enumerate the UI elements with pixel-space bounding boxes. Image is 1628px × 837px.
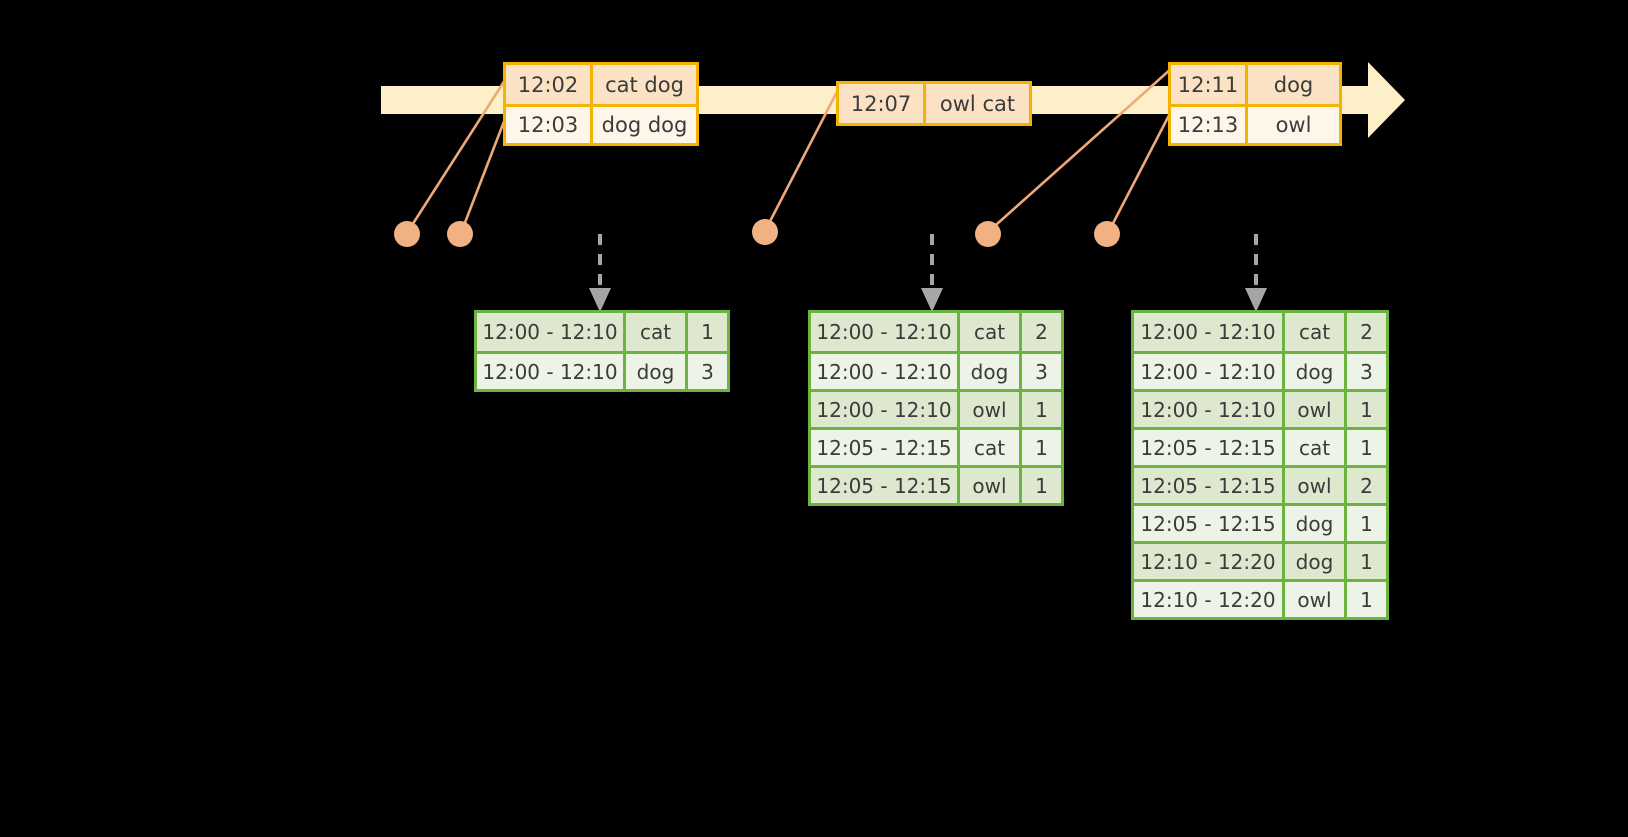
trigger-dot-5 xyxy=(1094,221,1120,247)
count-cell: 2 xyxy=(1019,313,1061,351)
window-cell: 12:05 - 12:15 xyxy=(1140,473,1276,498)
result-table-3: 12:00 - 12:10 cat 2 12:00 - 12:10 dog 3 … xyxy=(1131,310,1389,620)
count-cell: 3 xyxy=(685,354,727,389)
event-words: owl xyxy=(1245,107,1339,143)
trigger-dot-2 xyxy=(447,221,473,247)
key-cell: dog xyxy=(1282,506,1344,541)
event-row: 12:02 cat dog xyxy=(506,65,696,104)
count-cell: 1 xyxy=(685,313,727,351)
event-row: 12:07 owl cat xyxy=(839,84,1029,123)
event-time: 12:13 xyxy=(1177,113,1239,137)
table-row: 12:00 - 12:10 owl 1 xyxy=(811,389,1061,427)
key-cell: dog xyxy=(623,354,685,389)
window-cell: 12:00 - 12:10 xyxy=(1140,397,1276,422)
key-cell: dog xyxy=(1282,354,1344,389)
table-row: 12:00 - 12:10 dog 3 xyxy=(477,351,727,389)
event-box-3: 12:11 dog 12:13 owl xyxy=(1168,62,1342,146)
dashed-arrows xyxy=(598,234,1258,292)
count-cell: 1 xyxy=(1344,392,1386,427)
window-cell: 12:10 - 12:20 xyxy=(1140,549,1276,574)
table-row: 12:00 - 12:10 dog 3 xyxy=(1134,351,1386,389)
key-cell: dog xyxy=(1282,544,1344,579)
event-words: cat dog xyxy=(590,65,696,104)
event-box-1: 12:02 cat dog 12:03 dog dog xyxy=(503,62,699,146)
count-cell: 1 xyxy=(1019,430,1061,465)
trigger-dots xyxy=(394,219,1120,247)
key-cell: owl xyxy=(1282,468,1344,503)
event-words: owl cat xyxy=(923,84,1029,123)
count-cell: 2 xyxy=(1344,313,1386,351)
table-row: 12:00 - 12:10 cat 2 xyxy=(1134,313,1386,351)
count-cell: 1 xyxy=(1019,468,1061,503)
key-cell: cat xyxy=(1282,313,1344,351)
result-table-1: 12:00 - 12:10 cat 1 12:00 - 12:10 dog 3 xyxy=(474,310,730,392)
trigger-dot-4 xyxy=(975,221,1001,247)
event-time: 12:07 xyxy=(850,91,912,116)
table-row: 12:10 - 12:20 owl 1 xyxy=(1134,579,1386,617)
event-words: dog dog xyxy=(590,107,696,143)
event-row: 12:03 dog dog xyxy=(506,104,696,143)
window-cell: 12:05 - 12:15 xyxy=(1140,435,1276,460)
window-cell: 12:00 - 12:10 xyxy=(816,359,952,384)
count-cell: 1 xyxy=(1344,544,1386,579)
event-time: 12:11 xyxy=(1177,72,1239,97)
window-cell: 12:00 - 12:10 xyxy=(1140,359,1276,384)
window-cell: 12:10 - 12:20 xyxy=(1140,587,1276,612)
window-cell: 12:05 - 12:15 xyxy=(816,473,952,498)
window-cell: 12:00 - 12:10 xyxy=(816,397,952,422)
window-cell: 12:05 - 12:15 xyxy=(1140,511,1276,536)
key-cell: owl xyxy=(1282,582,1344,617)
table-row: 12:00 - 12:10 cat 2 xyxy=(811,313,1061,351)
table-row: 12:05 - 12:15 owl 1 xyxy=(811,465,1061,503)
event-time: 12:03 xyxy=(517,113,579,137)
event-row: 12:11 dog xyxy=(1171,65,1339,104)
count-cell: 1 xyxy=(1019,392,1061,427)
count-cell: 1 xyxy=(1344,506,1386,541)
event-words: dog xyxy=(1245,65,1339,104)
table-row: 12:05 - 12:15 owl 2 xyxy=(1134,465,1386,503)
event-box-2: 12:07 owl cat xyxy=(836,81,1032,126)
count-cell: 3 xyxy=(1019,354,1061,389)
key-cell: cat xyxy=(623,313,685,351)
window-cell: 12:00 - 12:10 xyxy=(816,320,952,344)
count-cell: 1 xyxy=(1344,582,1386,617)
table-row: 12:05 - 12:15 cat 1 xyxy=(1134,427,1386,465)
trigger-dot-1 xyxy=(394,221,420,247)
window-cell: 12:00 - 12:10 xyxy=(482,359,618,384)
result-table-2: 12:00 - 12:10 cat 2 12:00 - 12:10 dog 3 … xyxy=(808,310,1064,506)
window-cell: 12:05 - 12:15 xyxy=(816,435,952,460)
table-row: 12:05 - 12:15 dog 1 xyxy=(1134,503,1386,541)
table-row: 12:00 - 12:10 owl 1 xyxy=(1134,389,1386,427)
key-cell: owl xyxy=(1282,392,1344,427)
dashed-arrow-heads xyxy=(589,288,1267,312)
table-row: 12:00 - 12:10 cat 1 xyxy=(477,313,727,351)
key-cell: cat xyxy=(957,430,1019,465)
window-cell: 12:00 - 12:10 xyxy=(482,320,618,344)
event-row: 12:13 owl xyxy=(1171,104,1339,143)
key-cell: cat xyxy=(1282,430,1344,465)
table-row: 12:00 - 12:10 dog 3 xyxy=(811,351,1061,389)
count-cell: 2 xyxy=(1344,468,1386,503)
table-row: 12:10 - 12:20 dog 1 xyxy=(1134,541,1386,579)
event-time: 12:02 xyxy=(517,72,579,97)
key-cell: dog xyxy=(957,354,1019,389)
key-cell: cat xyxy=(957,313,1019,351)
key-cell: owl xyxy=(957,392,1019,427)
count-cell: 3 xyxy=(1344,354,1386,389)
table-row: 12:05 - 12:15 cat 1 xyxy=(811,427,1061,465)
trigger-dot-3 xyxy=(752,219,778,245)
count-cell: 1 xyxy=(1344,430,1386,465)
window-cell: 12:00 - 12:10 xyxy=(1140,320,1276,344)
key-cell: owl xyxy=(957,468,1019,503)
